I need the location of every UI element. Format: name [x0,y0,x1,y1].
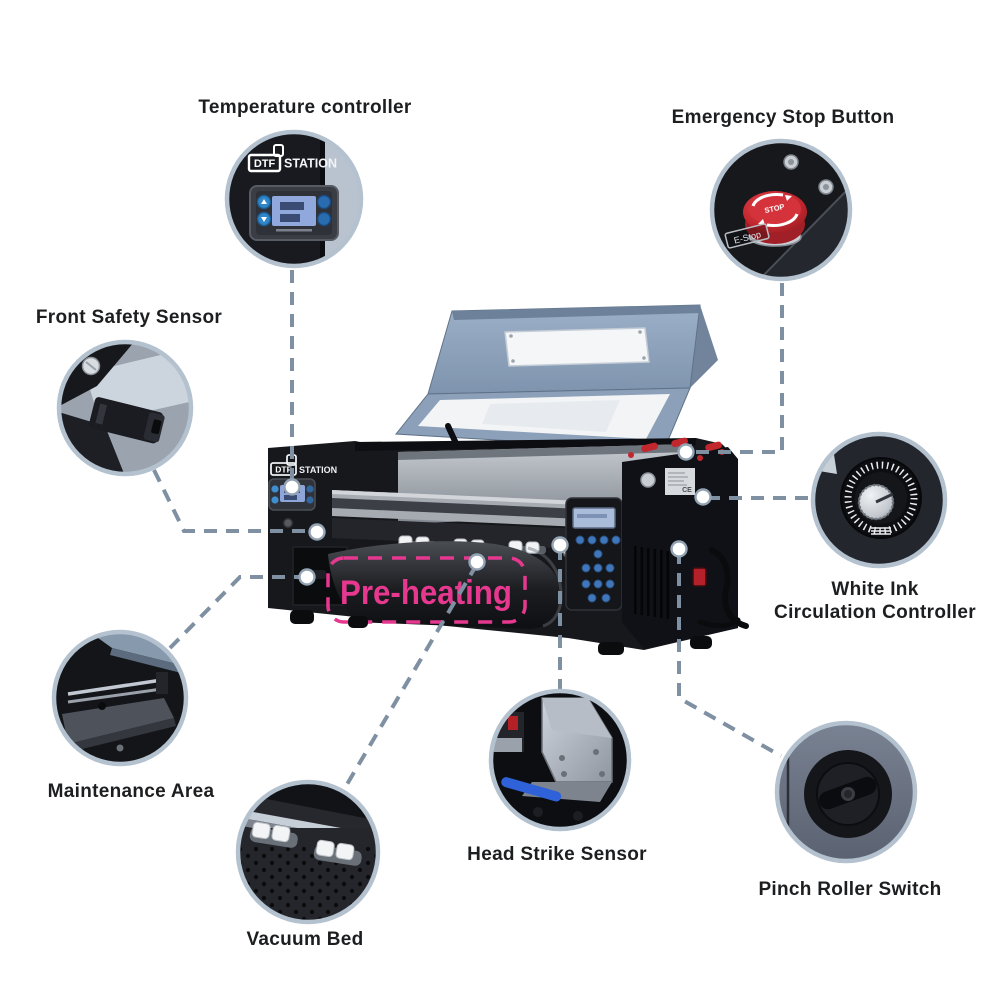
callout-photo-emergency-stop-button: STOP E-Stop [709,138,853,282]
callout-label-emergency-stop-button: Emergency Stop Button [671,107,895,128]
power-button [282,517,294,529]
dial-knob [857,483,895,521]
callout-photo-maintenance-area [51,629,189,767]
callout-photo-vacuum-bed [235,779,381,925]
svg-text:DTF: DTF [254,158,276,170]
preheating-film: Pre-heating [326,541,563,629]
right-side-tower: CE [622,437,749,649]
svg-text:STOP: STOP [764,202,786,215]
callout-label-front-safety-sensor: Front Safety Sensor [35,307,223,328]
front-temperature-display [268,478,316,511]
dtf-station-logo: DTF STATION [247,144,337,173]
circulation-dial [840,457,922,539]
head-strike-blue-rod [501,777,562,802]
callout-label-temperature-controller: Temperature controller [198,97,412,118]
power-rocker-switch [692,567,707,587]
vacuum-holes [238,844,378,922]
white-ink-label-line2: Circulation Controller [774,602,976,623]
callout-label-vacuum-bed: Vacuum Bed [246,929,364,950]
pinch-roller-knob [804,750,892,838]
roller-pair-right [313,839,362,866]
printer-illustration: DTF STATION Pre-heat [268,304,749,655]
panel-screws [783,154,834,195]
callout-label-pinch-roller-switch: Pinch Roller Switch [758,879,942,900]
estop-panel-label: E-Stop [724,223,770,249]
spec-sticker: CE [665,468,695,495]
svg-text:STATION: STATION [299,465,337,475]
callout-photo-front-safety-sensor [56,339,194,477]
ce-mark: CE [682,487,692,494]
printer-lid-open [395,304,718,457]
callout-label-maintenance-area: Maintenance Area [47,781,215,802]
callout-label-head-strike-sensor: Head Strike Sensor [467,844,647,865]
white-ink-label-line1: White Ink [831,579,919,600]
maintenance-rails [67,672,168,704]
callout-photo-head-strike-sensor [488,688,632,832]
roller-pair-left [249,821,298,848]
svg-text:DTF: DTF [275,465,292,475]
emergency-stop-red-button: STOP [743,191,807,247]
lid-back-window [504,327,650,367]
temperature-display-panel [249,185,339,241]
callout-label-white-ink-circulation-controller: White Ink Circulation Controller [774,578,976,624]
printer-body: DTF STATION Pre-heat [268,437,749,655]
preheating-label: Pre-heating [340,574,512,612]
control-panel [565,497,623,611]
callout-photo-temperature-controller: DTF STATION [224,129,364,269]
callout-photo-pinch-roller-switch [774,720,918,864]
preheating-dashed-outline [326,556,527,624]
svg-text:STATION: STATION [284,157,337,171]
callout-photo-white-ink-circulation-controller [810,431,948,569]
safety-sensor-block [88,397,165,444]
